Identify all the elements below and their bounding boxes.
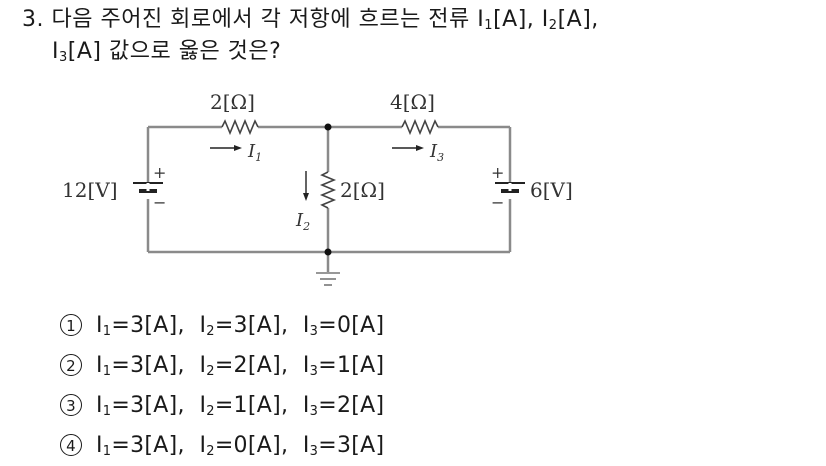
question-text: 다음 주어진 회로에서 각 저항에 흐르는 전류	[51, 7, 470, 32]
var-i3: I3[A]	[52, 39, 102, 65]
var-i2: I2[A],	[541, 7, 599, 33]
source-left-plus: +	[153, 163, 166, 182]
resistor-r2	[319, 171, 337, 209]
option-marker: 2	[60, 354, 82, 376]
i2-label: I2	[295, 210, 310, 233]
question-line-2: I3[A] 값으로 옳은 것은?	[52, 38, 281, 66]
option-marker: 1	[60, 314, 82, 336]
var-i1: I1[A],	[477, 7, 535, 33]
arrow-i1-icon	[210, 145, 242, 151]
source-right-minus: −	[491, 193, 504, 212]
i1-label: I1	[247, 141, 262, 164]
option-marker: 4	[60, 434, 82, 456]
option-marker: 3	[60, 394, 82, 416]
arrow-i2-icon	[303, 171, 309, 201]
r1-label: 2[Ω]	[210, 90, 255, 114]
r3-label: 4[Ω]	[390, 90, 435, 114]
source-right-plus: +	[491, 163, 504, 182]
question-text-2: 값으로 옳은 것은?	[109, 39, 282, 64]
source-right-label: 6[V]	[530, 178, 573, 202]
question-number: 3.	[22, 7, 44, 32]
battery-left-icon	[133, 182, 163, 193]
resistor-r1	[221, 118, 259, 136]
source-left-label: 12[V]	[62, 178, 118, 202]
i3-label: I3	[429, 141, 444, 164]
arrow-i3-icon	[392, 145, 424, 151]
source-left-minus: −	[153, 193, 166, 212]
question-line-1: 3. 다음 주어진 회로에서 각 저항에 흐르는 전류 I1[A], I2[A]…	[22, 6, 599, 34]
ground-icon	[316, 272, 340, 286]
junction-top	[324, 123, 332, 131]
resistor-r3	[401, 118, 439, 136]
battery-right-icon	[495, 182, 525, 193]
r2-label: 2[Ω]	[340, 178, 385, 202]
junction-bottom	[324, 248, 332, 256]
